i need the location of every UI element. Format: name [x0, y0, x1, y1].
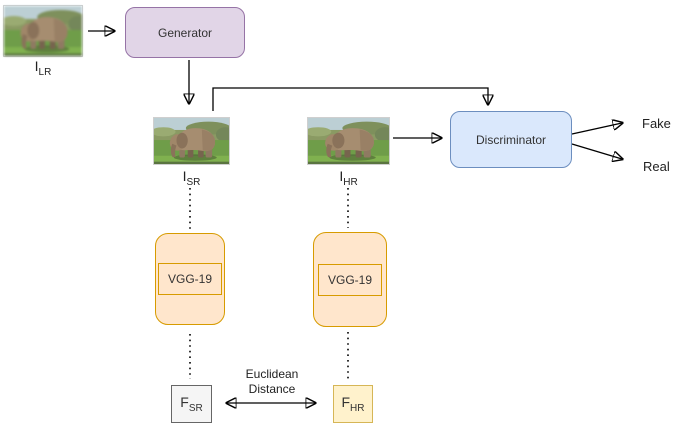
generator-box: Generator: [125, 7, 245, 58]
ihr-photo-icon: [307, 117, 390, 165]
fhr-box: FHR: [333, 385, 373, 423]
discriminator-label: Discriminator: [475, 132, 546, 147]
vgg19-right-box: VGG-19: [313, 232, 387, 327]
vgg19-left-label: VGG-19: [167, 272, 212, 286]
ilr-sub: LR: [38, 67, 52, 78]
isr-photo-icon: [153, 117, 230, 165]
vgg19-right-label: VGG-19: [327, 272, 372, 287]
elbow-isr-to-discriminator: [212, 87, 488, 111]
euclidean-line1: Euclidean: [245, 367, 299, 381]
vgg19-right-inner-box: VGG-19: [318, 263, 382, 296]
isr-base: I: [182, 168, 187, 184]
generator-label: Generator: [157, 25, 213, 40]
arrow-discriminator-to-fake: [571, 123, 622, 135]
fhr-base: F: [341, 394, 351, 410]
fhr-label: FHR: [341, 394, 364, 414]
fhr-sub: HR: [350, 403, 365, 414]
euclidean-distance-caption: Euclidean Distance: [220, 367, 324, 397]
label-fake: Fake: [642, 116, 671, 131]
arrow-discriminator-to-real: [571, 143, 622, 159]
label-ihr: IHR: [307, 168, 390, 188]
label-real: Real: [643, 159, 670, 174]
fsr-sub: SR: [188, 403, 203, 414]
ilr-photo-icon: [3, 5, 83, 57]
fsr-base: F: [180, 394, 189, 410]
isr-sub: SR: [186, 177, 201, 188]
ihr-sub: HR: [343, 177, 358, 188]
ihr-base: I: [339, 168, 344, 184]
fsr-box: FSR: [171, 385, 212, 423]
label-isr: ISR: [153, 168, 230, 188]
ilr-base: I: [34, 58, 39, 74]
fsr-label: FSR: [180, 394, 202, 414]
label-ilr: ILR: [3, 58, 83, 78]
euclidean-line2: Distance: [248, 382, 296, 396]
discriminator-box: Discriminator: [450, 111, 572, 168]
vgg19-left-inner-box: VGG-19: [158, 263, 222, 295]
vgg19-left-box: VGG-19: [155, 233, 225, 325]
